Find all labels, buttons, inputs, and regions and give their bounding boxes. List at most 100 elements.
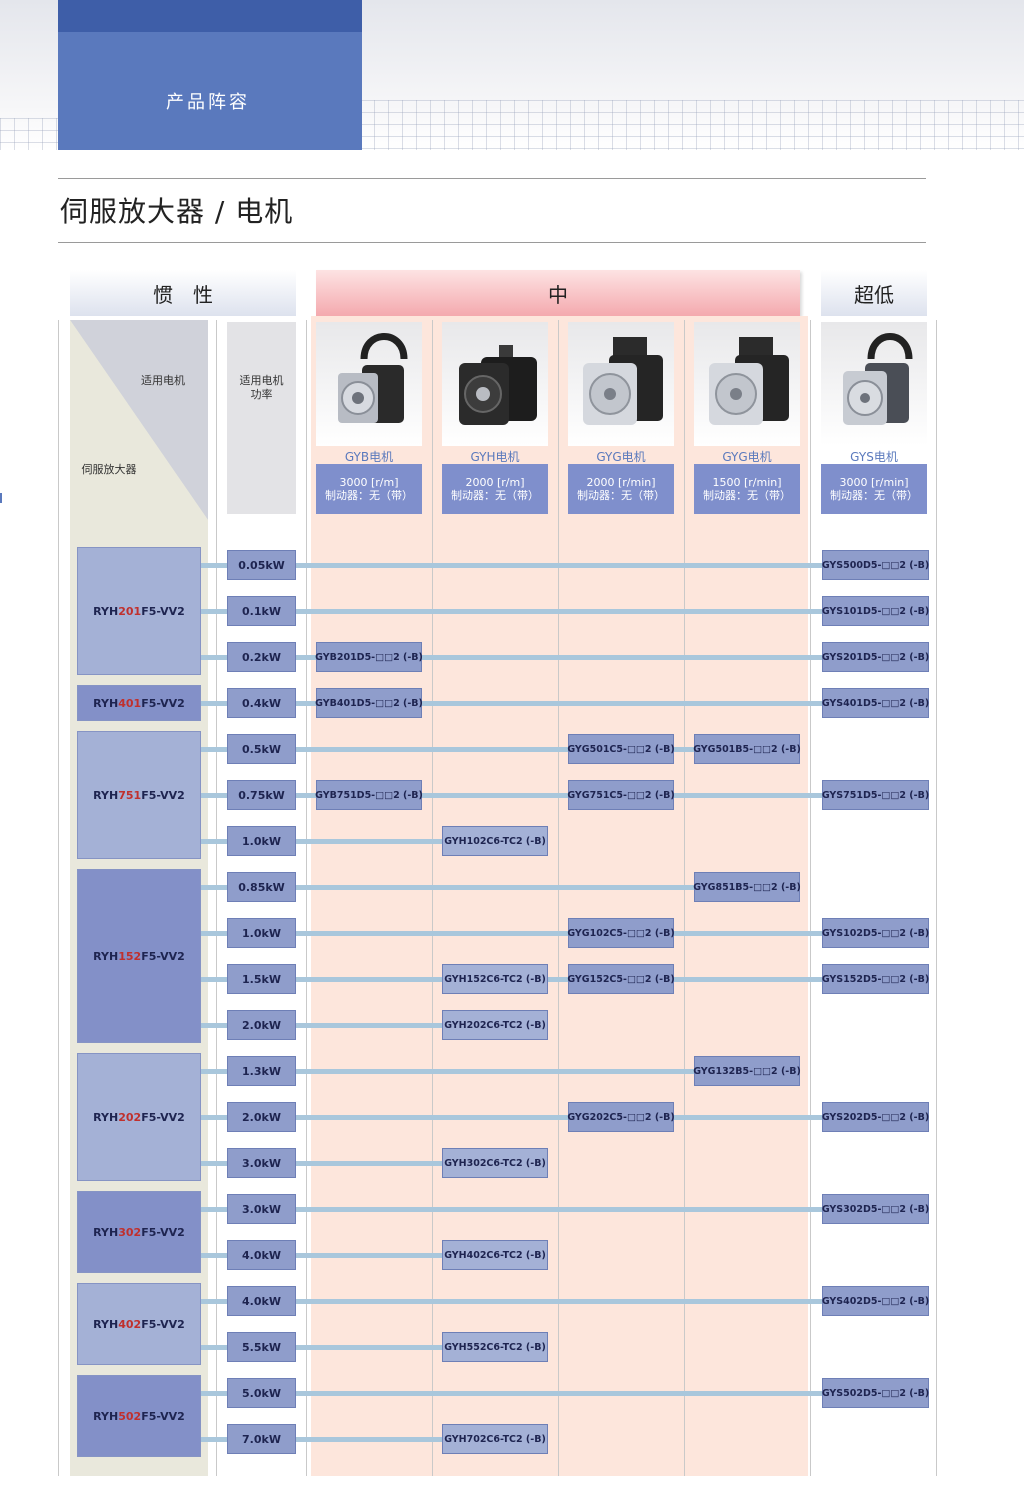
power-rating-cell: 1.5kW — [227, 964, 296, 994]
motor-model-cell: GYS502D5-□□2 (-B) — [822, 1378, 929, 1408]
servo-motor-icon — [338, 333, 408, 423]
connector-line — [200, 1069, 698, 1074]
amplifier-capacity-code: 401 — [118, 696, 142, 710]
servo-motor-icon — [583, 337, 663, 425]
power-header-cell — [227, 322, 296, 514]
power-rating-cell: 0.5kW — [227, 734, 296, 764]
motor-photo-gyg — [694, 322, 800, 446]
connector-line — [200, 1391, 826, 1396]
power-rating-cell: 1.3kW — [227, 1056, 296, 1086]
connector-line — [200, 793, 826, 798]
grid-line — [432, 320, 433, 1476]
amplifier-suffix: F5-VV2 — [141, 788, 185, 802]
motor-model-cell: GYB751D5-□□2 (-B) — [315, 780, 423, 810]
amplifier-suffix: F5-VV2 — [141, 604, 185, 618]
motor-model-cell: GYS102D5-□□2 (-B) — [822, 918, 929, 948]
motor-name: GYG电机 — [596, 450, 646, 464]
motor-model-cell: GYG152C5-□□2 (-B) — [567, 964, 675, 994]
motor-brake: 制动器：无（带） — [577, 489, 665, 502]
amplifier-capacity-code: 302 — [118, 1225, 142, 1239]
section-label: 产品阵容 — [166, 92, 250, 113]
connector-line — [200, 839, 446, 844]
motor-model-cell: GYS202D5-□□2 (-B) — [822, 1102, 929, 1132]
motor-name: GYB电机 — [344, 450, 394, 464]
connector-line — [200, 1253, 446, 1258]
header-inertia: 惯 性 — [70, 270, 296, 316]
motor-model-cell: GYS201D5-□□2 (-B) — [822, 642, 929, 672]
power-rating-cell: 0.4kW — [227, 688, 296, 718]
connector-line — [200, 1207, 826, 1212]
motor-model-cell: GYB401D5-□□2 (-B) — [315, 688, 423, 718]
power-rating-cell: 3.0kW — [227, 1148, 296, 1178]
amplifier-suffix: F5-VV2 — [141, 949, 185, 963]
motor-card-gys: GYS电机 3000 [r/min] 制动器：无（带） — [821, 322, 927, 514]
grid-line — [936, 320, 937, 1476]
power-rating-cell: 2.0kW — [227, 1010, 296, 1040]
motor-card-gyg-2000: GYG电机 2000 [r/min] 制动器：无（带） — [568, 322, 674, 514]
amplifier-suffix: F5-VV2 — [141, 1225, 185, 1239]
motor-name: GYS电机 — [850, 450, 898, 464]
power-rating-cell: 1.0kW — [227, 826, 296, 856]
motor-model-cell: GYH552C6-TC2 (-B) — [442, 1332, 548, 1362]
motor-model-cell: GYH402C6-TC2 (-B) — [442, 1240, 548, 1270]
motor-speed: 2000 [r/min] — [586, 476, 656, 489]
amplifier-prefix: RYH — [93, 1409, 119, 1423]
grid-line — [810, 320, 811, 1476]
grid-line — [306, 320, 307, 1476]
motor-model-cell: GYG751C5-□□2 (-B) — [567, 780, 675, 810]
motor-card-gyg-1500: GYG电机 1500 [r/min] 制动器：无（带） — [694, 322, 800, 514]
power-rating-cell: 0.85kW — [227, 872, 296, 902]
amplifier-prefix: RYH — [93, 788, 119, 802]
page-edge-mark — [0, 493, 2, 503]
header-grid-pattern — [360, 100, 1024, 150]
connector-line — [200, 1023, 446, 1028]
amplifier-capacity-code: 502 — [118, 1409, 142, 1423]
motor-model-cell: GYH302C6-TC2 (-B) — [442, 1148, 548, 1178]
motor-model-cell: GYG102C5-□□2 (-B) — [567, 918, 675, 948]
grid-line — [684, 320, 685, 1476]
servo-motor-icon — [709, 337, 789, 425]
amplifier-capacity-code: 201 — [118, 604, 142, 618]
motor-model-cell: GYH702C6-TC2 (-B) — [442, 1424, 548, 1454]
corner-motor-label: 适用电机 — [141, 374, 185, 387]
motor-spec: 2000 [r/m] 制动器：无（带） — [442, 464, 548, 514]
power-rating-cell: 5.5kW — [227, 1332, 296, 1362]
motor-photo-gyg — [568, 322, 674, 446]
motor-spec: 3000 [r/min] 制动器：无（带） — [821, 464, 927, 514]
power-rating-cell: 0.2kW — [227, 642, 296, 672]
connector-line — [200, 1345, 446, 1350]
motor-name: GYH电机 — [470, 450, 520, 464]
header-mid-inertia: 中 — [316, 270, 800, 316]
motor-model-cell: GYG501B5-□□2 (-B) — [693, 734, 801, 764]
connector-line — [200, 885, 698, 890]
connector-line — [200, 931, 826, 936]
amplifier-prefix: RYH — [93, 696, 119, 710]
motor-brake: 制动器：无（带） — [830, 489, 918, 502]
header-ultralow-inertia: 超低 — [821, 270, 927, 316]
motor-model-cell: GYG132B5-□□2 (-B) — [693, 1056, 801, 1086]
amplifier-capacity-code: 402 — [118, 1317, 142, 1331]
power-rating-cell: 7.0kW — [227, 1424, 296, 1454]
motor-card-gyb: GYB电机 3000 [r/m] 制动器：无（带） — [316, 322, 422, 514]
motor-model-cell: GYH152C6-TC2 (-B) — [442, 964, 548, 994]
motor-brake: 制动器：无（带） — [325, 489, 413, 502]
grid-line — [216, 320, 217, 1476]
motor-model-cell: GYH102C6-TC2 (-B) — [442, 826, 548, 856]
power-rating-cell: 4.0kW — [227, 1240, 296, 1270]
grid-line — [558, 320, 559, 1476]
connector-line — [200, 1161, 446, 1166]
servo-motor-icon — [459, 345, 537, 425]
header-grid-pattern-left — [0, 118, 60, 150]
amplifier-prefix: RYH — [93, 1317, 119, 1331]
motor-model-cell: GYG851B5-□□2 (-B) — [693, 872, 801, 902]
motor-model-cell: GYS401D5-□□2 (-B) — [822, 688, 929, 718]
power-header-label: 适用电机 功率 — [239, 374, 284, 401]
amplifier-capacity-code: 152 — [118, 949, 142, 963]
motor-spec: 1500 [r/min] 制动器：无（带） — [694, 464, 800, 514]
motor-model-cell: GYS152D5-□□2 (-B) — [822, 964, 929, 994]
